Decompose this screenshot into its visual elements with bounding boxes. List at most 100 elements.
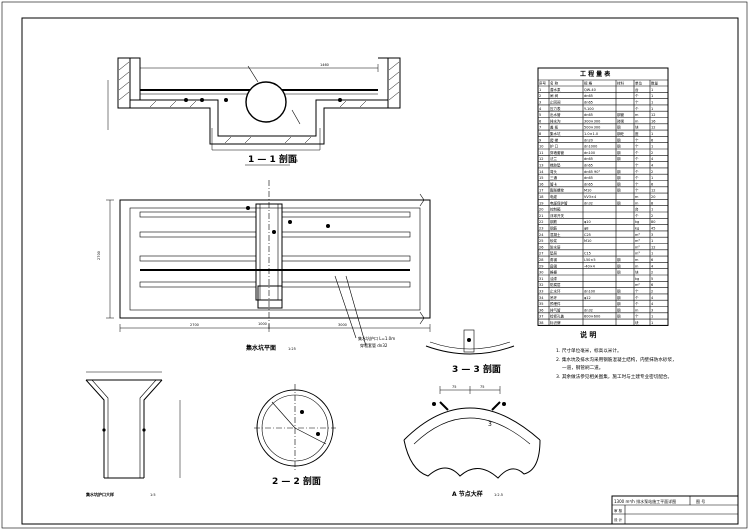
tb-row-2a: 审 核 xyxy=(614,508,623,513)
sleeve-scale: 1:5 xyxy=(150,493,156,497)
table-cell: dn65 90° xyxy=(584,170,600,174)
table-cell: C25 xyxy=(584,233,591,237)
table-header-cell: 材料 xyxy=(617,81,625,86)
table-cell: 2 xyxy=(651,271,653,275)
table-cell: QW-40 xyxy=(584,88,596,92)
table-cell: 个 xyxy=(635,100,639,105)
table-cell: m xyxy=(635,264,639,268)
table-cell: φ12 xyxy=(584,296,591,300)
table-cell: 9 xyxy=(539,138,541,142)
table-cell: 砂浆 xyxy=(550,238,558,243)
table-cell: 45 xyxy=(651,227,655,231)
table-cell: 24 xyxy=(539,233,544,237)
table-cell: 个 xyxy=(635,295,639,300)
table-cell: m xyxy=(635,119,639,123)
section-2-2 xyxy=(254,384,336,472)
detail-a-mark: 3 xyxy=(488,421,492,428)
table-cell: 4 xyxy=(651,296,654,300)
table-cell: dn100 xyxy=(584,151,595,155)
sleeve-title: 集水坑护口大样 xyxy=(85,491,114,497)
title-block xyxy=(611,495,739,525)
table-cell: 控制箱 xyxy=(550,207,561,212)
table-cell: -40×4 xyxy=(584,264,596,268)
notes-title: 说 明 xyxy=(580,330,596,339)
table-cell: 压力表 xyxy=(550,106,561,111)
table-cell: 个 xyxy=(635,314,639,319)
table-cell: 个 xyxy=(635,163,639,168)
table-cell: φ8 xyxy=(584,227,589,231)
table-cell: 台 xyxy=(635,207,639,212)
table-cell: 橡胶垫 xyxy=(550,163,561,168)
table-cell: kg xyxy=(635,220,639,224)
table-cell: 22 xyxy=(539,220,543,224)
table-cell: 排水沟 xyxy=(550,118,561,123)
table-cell: 法兰 xyxy=(550,156,558,161)
table-cell: dn65 xyxy=(584,113,593,117)
table-cell: 膨胀螺栓 xyxy=(550,188,564,193)
table-cell: 27 xyxy=(539,252,543,256)
table-cell: 6 xyxy=(651,283,653,287)
table-cell: dn20 xyxy=(584,138,593,142)
table-cell: 1 xyxy=(651,321,653,325)
table-cell: 个 xyxy=(635,181,639,186)
table-cell: 检修孔盖 xyxy=(550,314,564,319)
table-cell: 出水管 xyxy=(550,112,561,117)
table-cell: 12 xyxy=(539,157,543,161)
table-cell: dn32 xyxy=(584,201,593,205)
table-cell: 28 xyxy=(539,258,543,262)
table-cell: 1 xyxy=(651,94,653,98)
note-3: 3. 其余做法参见相关图集，施工时与土建专业密切配合。 xyxy=(556,373,672,380)
table-cell: 个 xyxy=(635,93,639,98)
table-cell: 盖 板 xyxy=(550,125,559,130)
plan-callout-2: 穿墙套管 dn32 xyxy=(360,342,388,348)
table-cell: 电缆保护管 xyxy=(550,200,568,205)
dim-2700: 2700 xyxy=(97,251,101,260)
table-cell: 600×600 xyxy=(584,315,600,319)
table-cell: 2 xyxy=(539,94,541,98)
table-cell: 个 xyxy=(635,213,639,218)
table-cell: 闸 阀 xyxy=(550,93,559,98)
table-cell: 5 xyxy=(539,113,541,117)
table-cell: 钢 xyxy=(617,307,621,312)
table-cell: 钢 xyxy=(617,150,621,155)
note-1: 1. 尺寸单位毫米，标高以米计。 xyxy=(556,347,622,354)
table-cell: 1 xyxy=(651,252,653,256)
table-cell: 1 xyxy=(651,101,653,105)
table-cell: 8 xyxy=(651,201,653,205)
table-cell: 1.0×1.0 xyxy=(584,132,598,136)
table-cell: 止回阀 xyxy=(550,100,561,105)
table-cell: 16 xyxy=(539,182,543,186)
table-cell: 爬 梯 xyxy=(550,137,559,142)
detail-a-scale: 1:2.5 xyxy=(494,493,503,497)
sleeve-detail xyxy=(85,371,181,479)
table-cell: 12 xyxy=(651,113,655,117)
table-cell: 钢 xyxy=(617,200,621,205)
table-cell: dn100 xyxy=(584,290,595,294)
table-cell: 钢 xyxy=(617,314,621,319)
table-cell: m xyxy=(635,195,639,199)
table-cell: dn32 xyxy=(584,308,593,312)
table-cell: 三通 xyxy=(550,175,558,180)
table-cell: 钢 xyxy=(617,301,621,306)
table-cell: Y-100 xyxy=(584,107,594,111)
detail-a-title: A 节点大样 xyxy=(452,490,483,498)
table-cell: 5 xyxy=(651,277,653,281)
table-cell: 砖砌 xyxy=(617,118,625,123)
table-cell: 预埋件 xyxy=(550,301,561,306)
plan-callout-1: 集水坑护口 L=1.0m xyxy=(358,335,395,341)
table-cell: kg xyxy=(635,227,639,231)
table-cell: 钢 xyxy=(617,169,621,174)
table-cell: C15 xyxy=(584,252,591,256)
table-cell: 2 xyxy=(651,170,653,174)
tb-row-2b: 设 计 xyxy=(614,517,623,522)
table-cell: 油漆 xyxy=(550,276,558,281)
table-cell: 33 xyxy=(539,290,543,294)
table-cell: dn65 xyxy=(584,94,593,98)
table-cell: 个 xyxy=(635,144,639,149)
dim-left: 2700 xyxy=(190,323,199,327)
table-cell: 1 xyxy=(651,208,653,212)
table-cell: 个 xyxy=(635,150,639,155)
table-cell: L50×5 xyxy=(584,258,596,262)
table-cell: 2 xyxy=(651,290,653,294)
